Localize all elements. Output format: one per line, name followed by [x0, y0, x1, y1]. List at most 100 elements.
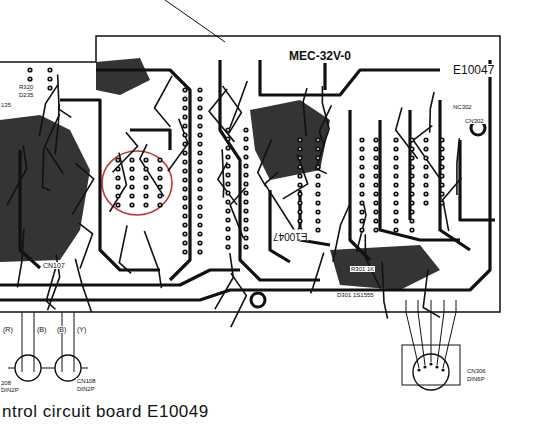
pad	[129, 193, 134, 198]
board-label: DIN2P	[0, 387, 20, 393]
pad	[199, 134, 201, 136]
pad	[199, 161, 201, 163]
pad	[29, 69, 31, 71]
pad	[359, 137, 364, 142]
pad	[393, 218, 398, 223]
pad	[115, 175, 120, 180]
pad	[359, 182, 364, 187]
trace	[81, 368, 88, 369]
pad	[245, 174, 247, 176]
pad	[317, 193, 319, 195]
pad	[359, 191, 364, 196]
trace	[230, 81, 247, 128]
trace	[39, 84, 58, 136]
pad	[411, 175, 413, 177]
trace	[230, 188, 245, 238]
pad	[395, 157, 397, 159]
pad	[145, 204, 147, 206]
pad	[184, 233, 186, 235]
pad	[359, 155, 364, 160]
pad	[243, 163, 248, 168]
pad	[157, 193, 162, 198]
trace	[7, 146, 27, 206]
trace	[168, 119, 188, 172]
pad	[117, 195, 119, 197]
pad	[245, 192, 247, 194]
trace	[17, 229, 23, 288]
pad	[245, 156, 247, 158]
board-label: (R)	[2, 326, 14, 333]
trace	[333, 204, 350, 262]
pad	[131, 168, 133, 170]
pad	[184, 116, 186, 118]
board-label: DIN2P	[76, 386, 96, 392]
pad	[439, 164, 444, 169]
pad	[184, 251, 186, 253]
pad	[299, 202, 301, 204]
pad	[182, 123, 187, 128]
pad	[49, 69, 51, 71]
pad	[317, 175, 319, 177]
trace	[79, 223, 93, 269]
pad	[299, 166, 301, 168]
pad	[157, 202, 162, 207]
trace	[382, 262, 387, 319]
pad	[245, 138, 247, 140]
pad	[423, 191, 428, 196]
pad	[199, 215, 201, 217]
trace	[140, 144, 164, 196]
pad	[182, 150, 187, 155]
pad	[225, 145, 230, 150]
pad	[373, 164, 378, 169]
trace	[283, 154, 308, 198]
trace	[350, 110, 370, 260]
pad	[182, 231, 187, 236]
pad	[393, 209, 398, 214]
pad	[225, 217, 230, 222]
trace	[41, 368, 48, 369]
pad	[117, 177, 119, 179]
pad	[297, 182, 302, 187]
pad	[425, 148, 427, 150]
trace	[265, 172, 296, 231]
pad	[49, 78, 51, 80]
trace	[406, 300, 419, 368]
pad	[395, 229, 397, 231]
pad	[417, 368, 420, 371]
pad	[227, 174, 229, 176]
pad	[423, 155, 428, 160]
board-outline	[0, 36, 500, 312]
pad	[409, 155, 414, 160]
pad	[299, 139, 301, 141]
pad	[315, 164, 320, 169]
pad	[395, 193, 397, 195]
pad	[199, 197, 201, 199]
pad	[225, 244, 230, 249]
pad	[117, 168, 119, 170]
trace	[423, 269, 440, 317]
pad	[375, 175, 377, 177]
pad	[243, 208, 248, 213]
pad	[197, 195, 202, 200]
pad	[375, 139, 377, 141]
pad	[145, 177, 147, 179]
pad	[375, 220, 377, 222]
trace	[215, 253, 233, 309]
trace	[330, 245, 440, 290]
trace	[0, 270, 240, 285]
pad	[317, 148, 319, 150]
pad	[393, 164, 398, 169]
trace	[418, 300, 425, 365]
trace	[22, 312, 23, 372]
pad	[441, 157, 443, 159]
trace	[60, 100, 160, 270]
pad	[393, 182, 398, 187]
trace	[457, 138, 459, 195]
trace	[310, 253, 323, 294]
pad	[245, 246, 247, 248]
pad	[184, 134, 186, 136]
pad	[227, 192, 229, 194]
pad	[182, 159, 187, 164]
trace	[34, 312, 35, 372]
pad	[439, 155, 444, 160]
